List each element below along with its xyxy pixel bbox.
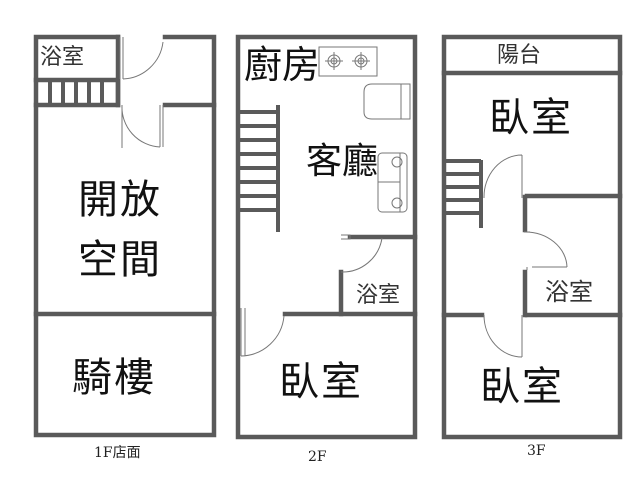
- floor-1f-walls: [33, 34, 217, 438]
- fridge-icon: [363, 83, 411, 120]
- room-label-bedroom1-3f: 臥室: [489, 95, 573, 141]
- stairs-icon: [444, 159, 481, 215]
- room-label-open-space: 開放: [78, 177, 162, 223]
- door-icon: [340, 234, 383, 273]
- door-icon: [483, 314, 523, 358]
- floor-caption-1f: 1F店面: [94, 445, 141, 461]
- room-label-balcony: 陽台: [497, 43, 542, 68]
- floor-2f-walls: [235, 34, 418, 440]
- room-label-arcade: 騎樓: [72, 355, 156, 401]
- room-label-bedroom2-3f: 臥室: [480, 364, 564, 410]
- room-label-bath-3f: 浴室: [545, 278, 593, 306]
- room-label-open-space-2: 空間: [78, 237, 162, 283]
- floor-caption-3f: 3F: [527, 443, 546, 459]
- room-label-bedroom-2f: 臥室: [279, 359, 363, 405]
- stairs-icon: [240, 110, 278, 212]
- door-icon: [240, 308, 285, 357]
- stairs-icon: [48, 80, 104, 105]
- floor-3f-walls: [441, 34, 623, 440]
- stove-icon: [318, 46, 378, 77]
- room-label-bath-2f: 浴室: [356, 283, 401, 308]
- room-label-living: 客廳: [306, 141, 379, 182]
- door-icon: [523, 231, 568, 270]
- room-label-kitchen: 廚房: [244, 43, 321, 87]
- door-icon: [119, 37, 164, 80]
- floor-caption-2f: 2F: [308, 449, 327, 465]
- door-icon: [483, 154, 523, 199]
- door-icon: [121, 104, 164, 148]
- room-label-bath-1f: 浴室: [40, 45, 85, 70]
- sofa-icon: [377, 152, 408, 213]
